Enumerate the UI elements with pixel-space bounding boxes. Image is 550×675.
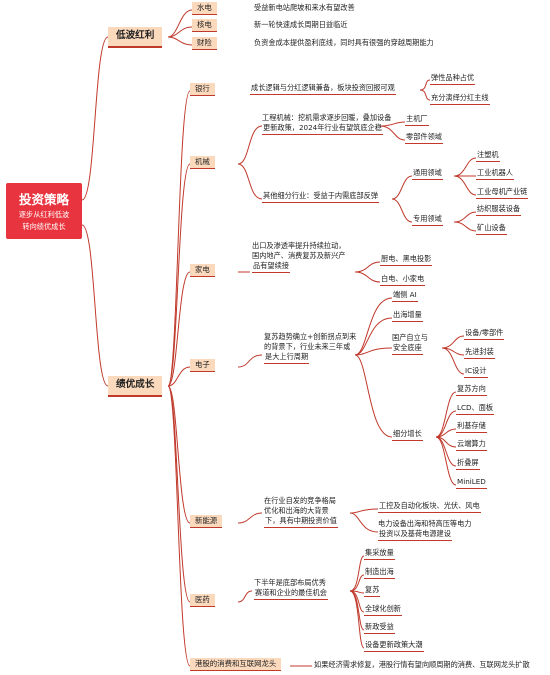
- label-segment-growth: 细分增长: [392, 429, 423, 441]
- tag-bank: 银行: [190, 83, 215, 96]
- leaf-kitchen-tv: 厨电、黑电投影: [380, 254, 433, 266]
- leaf-equipment-parts: 设备/零部件: [464, 328, 505, 340]
- desc-new-energy-line2: 优化和出海的大背景: [264, 506, 329, 515]
- label-special-field: 专用领域: [412, 214, 443, 226]
- leaf-textile-equipment: 纺织服装设备: [476, 204, 522, 216]
- desc-engineering-line1: 工程机械：挖机需求逐步回暖，叠加设备: [262, 113, 392, 122]
- label-domestic-line1: 国产自立与: [392, 333, 428, 342]
- root-subtitle-line1: 逐步从红利低波: [18, 210, 70, 219]
- leaf-industrial-control: 工控及自动化板块、光伏、风电: [378, 501, 481, 513]
- root-title: 投资策略: [18, 192, 69, 207]
- leaf-power-line2: 投资以及基荷电源建设: [378, 529, 452, 541]
- leaf-niche-storage: 利基存储: [456, 421, 487, 433]
- tag-property-insurance: 财险: [192, 37, 217, 50]
- leaf-advanced-packaging: 先进封装: [464, 347, 495, 359]
- branch-quality-growth: 绩优成长: [108, 376, 163, 397]
- tag-hk-consumer-internet: 港股的消费和互联网龙头: [190, 658, 282, 671]
- leaf-miniled: MiniLED: [456, 477, 487, 489]
- leaf-edge-ai: 端侧 AI: [392, 290, 418, 302]
- leaf-injection-molding: 注塑机: [476, 150, 500, 162]
- leaf-vbp-volume: 集采放量: [364, 548, 395, 560]
- leaf-lcd-panel: LCD、面板: [456, 403, 495, 415]
- leaf-mining-equipment: 矿山设备: [476, 223, 507, 235]
- leaf-machine-tool: 工业母机产业链: [476, 187, 529, 199]
- leaf-new-policy: 新政受益: [364, 622, 395, 634]
- leaf-overseas-growth: 出海增量: [392, 310, 423, 322]
- leaf-manufacturing-overseas: 制造出海: [364, 567, 395, 579]
- leaf-components: 零部件领域: [405, 132, 443, 144]
- desc-hydropower: 受益新电站爬坡和来水有望改善: [254, 3, 355, 12]
- leaf-industrial-robot: 工业机器人: [476, 168, 514, 180]
- desc-new-energy-line1: 在行业自发的竞争格局: [264, 496, 336, 505]
- desc-appliance-line2: 国内地产、消费复苏及新兴产: [252, 251, 346, 260]
- leaf-recovery: 复苏: [364, 585, 381, 597]
- desc-other-segments: 其他细分行业：受益于内需底部反弹: [262, 191, 380, 203]
- leaf-equipment-renewal: 设备更新政策大潮: [364, 640, 424, 652]
- desc-pharma-line2: 赛道和企业的最佳机会: [254, 588, 328, 600]
- desc-electronics-line2: 的背景下，行业未来三年或: [264, 342, 351, 351]
- tag-electronics: 电子: [190, 359, 215, 372]
- desc-hk: 如果经济需求修复，港股行情有望向顺周期的消费、互联网龙头扩散: [314, 660, 530, 669]
- label-domestic-line2: 安全底座: [392, 343, 423, 355]
- desc-property-insurance: 负资金成本提供盈利底线，同时具有很强的穿越周期能力: [254, 38, 434, 47]
- leaf-oem: 主机厂: [405, 114, 429, 126]
- branch-low-volatility-dividend: 低波红利: [108, 27, 163, 48]
- desc-bank: 成长逻辑与分红逻辑兼备，板块投资回报可观: [250, 83, 396, 95]
- leaf-recovery-direction: 复苏方向: [456, 384, 487, 396]
- leaf-foldable: 折叠屏: [456, 458, 480, 470]
- root-node: 投资策略 逐步从红利低波 转向绩优成长: [6, 183, 82, 239]
- desc-electronics-line3: 是大上行周期: [264, 352, 310, 364]
- leaf-white-small: 白电、小家电: [380, 274, 426, 286]
- leaf-ic-design: IC设计: [464, 366, 488, 378]
- leaf-bank-dividend: 充分演绎分红主线: [430, 93, 490, 105]
- root-subtitle-line2: 转向绩优成长: [22, 221, 66, 231]
- desc-engineering-line2: 更新政策，2024年行业有望筑底企稳: [262, 123, 383, 135]
- desc-electronics-line1: 复苏趋势确立+创新拐点到来: [264, 332, 357, 341]
- leaf-bank-elastic: 弹性品种占优: [430, 73, 476, 85]
- tag-pharma: 医药: [190, 594, 215, 607]
- leaf-global-innovation: 全球化创新: [364, 604, 402, 616]
- leaf-cloud-compute: 云端算力: [456, 439, 487, 451]
- desc-new-energy-line3: 下，具有中期投资价值: [264, 516, 338, 528]
- desc-appliance-line3: 品有望续接: [252, 261, 290, 273]
- tag-hydropower: 水电: [192, 2, 217, 15]
- tag-new-energy: 新能源: [190, 515, 223, 528]
- leaf-power-line1: 电力设备出海和特高压等电力: [378, 519, 472, 528]
- desc-nuclear: 新一轮快速成长周期日益临近: [254, 20, 348, 29]
- desc-appliance-line1: 出口及渗透率提升持续拉动，: [252, 241, 346, 250]
- tag-appliance: 家电: [190, 264, 215, 277]
- label-general-field: 通用领域: [412, 168, 443, 180]
- tag-machinery: 机械: [190, 156, 215, 169]
- desc-pharma-line1: 下半年是底部布局优秀: [254, 578, 326, 587]
- tag-nuclear: 核电: [192, 19, 217, 32]
